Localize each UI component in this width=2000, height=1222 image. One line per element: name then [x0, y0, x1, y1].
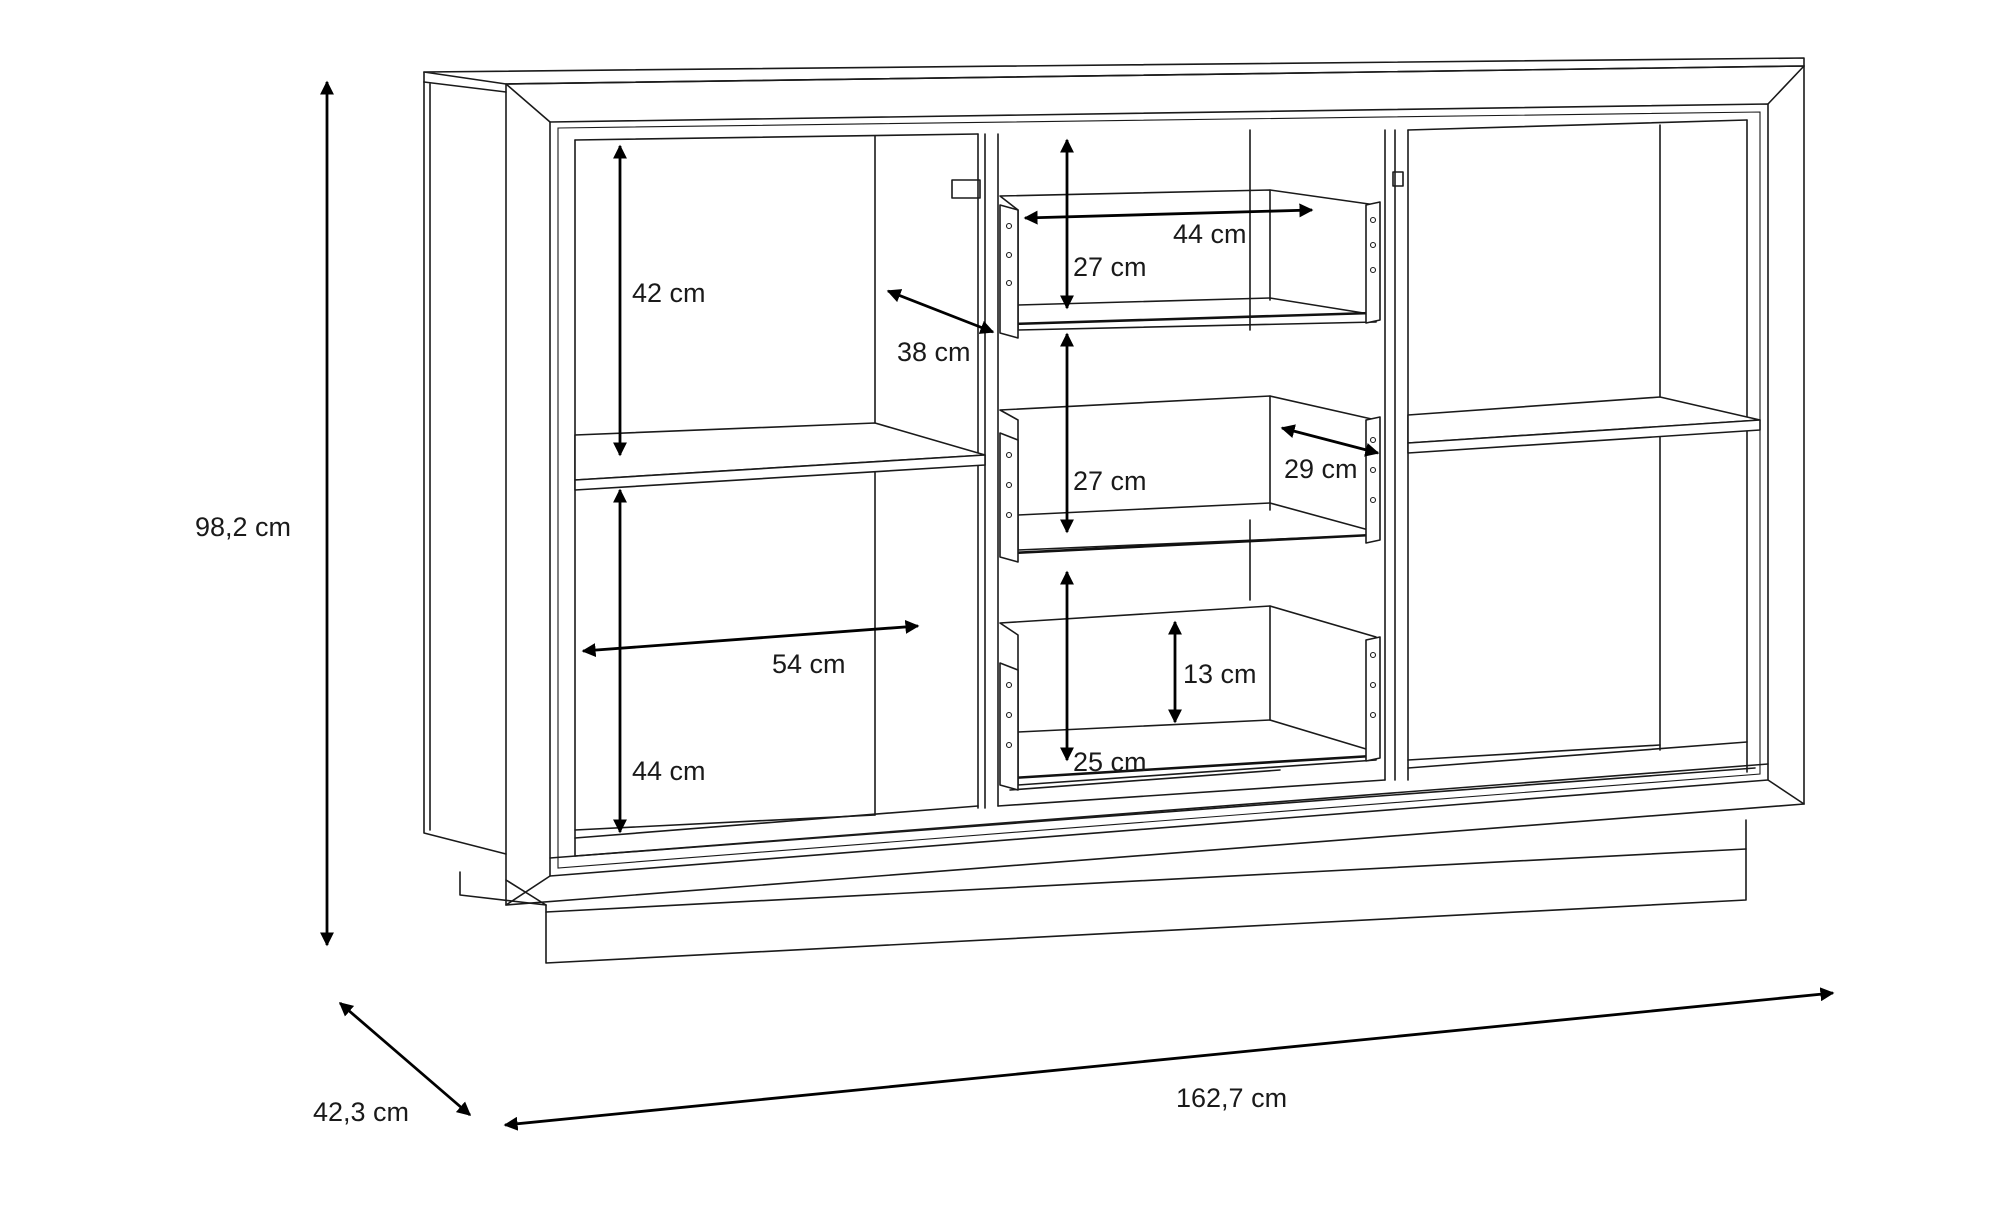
drawer-3-inner-height-label: 13 cm: [1183, 659, 1257, 689]
left-depth-label: 38 cm: [897, 337, 971, 367]
left-upper-height-label: 42 cm: [632, 278, 706, 308]
drawer-3: [999, 605, 1381, 791]
center-drawer-section: [951, 129, 1404, 807]
right-compartment: [1407, 119, 1761, 781]
depth-arrow: [338, 1001, 472, 1117]
drawer-1-height-label: 27 cm: [1073, 252, 1147, 282]
right-hinge-icon: [1392, 171, 1404, 187]
dimension-labels: 98,2 cm 42,3 cm 162,7 cm 42 cm 44 cm 54 …: [195, 219, 1358, 1127]
drawer-1: [999, 189, 1381, 339]
left-compartment: [574, 133, 986, 857]
drawer-2-depth-label: 29 cm: [1284, 454, 1358, 484]
left-hinge-icon: [951, 179, 981, 199]
height-label: 98,2 cm: [195, 512, 291, 542]
width-label: 162,7 cm: [1176, 1083, 1287, 1113]
drawer-2-depth-arrow: [1280, 424, 1380, 457]
drawer-3-depth-label: 25 cm: [1073, 747, 1147, 777]
left-width-label: 54 cm: [772, 649, 846, 679]
cabinet-body: [423, 57, 1805, 964]
width-arrow: [503, 987, 1835, 1131]
left-lower-height-label: 44 cm: [632, 756, 706, 786]
drawer-2-height-label: 27 cm: [1073, 466, 1147, 496]
left-depth-arrow: [886, 289, 995, 334]
depth-label: 42,3 cm: [313, 1097, 409, 1127]
left-width-arrow: [581, 619, 920, 658]
drawer-width-label: 44 cm: [1173, 219, 1247, 249]
dimension-arrows: [320, 80, 1835, 1131]
